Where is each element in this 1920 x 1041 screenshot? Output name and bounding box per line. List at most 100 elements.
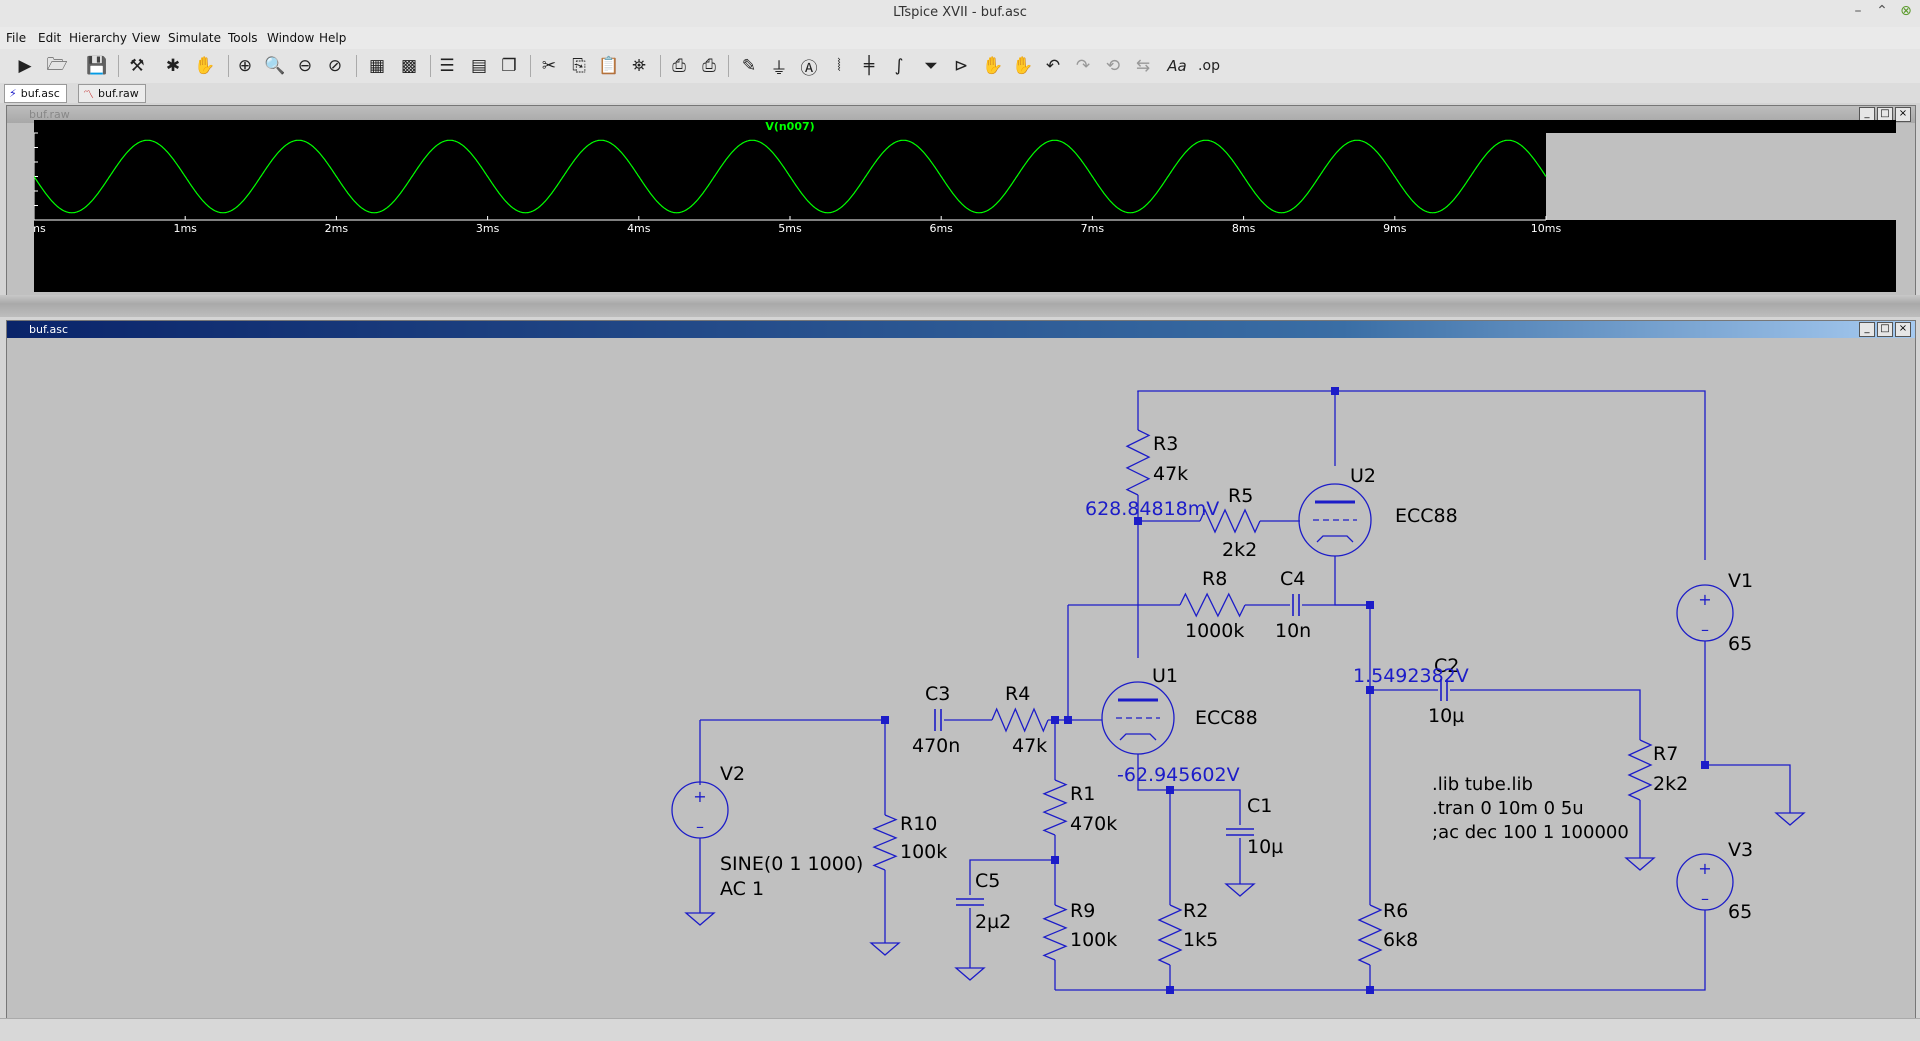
move-icon[interactable]: ✋ bbox=[982, 56, 1004, 76]
title-bar: LTspice XVII - buf.asc – ⌃ ⊗ bbox=[0, 0, 1920, 28]
value2-v2: AC 1 bbox=[720, 878, 764, 900]
minimize-icon[interactable]: – bbox=[1854, 3, 1862, 19]
plot-footer bbox=[34, 220, 1896, 292]
copy-icon[interactable]: ⎘ bbox=[572, 56, 586, 76]
v3-source-plus: + bbox=[1698, 859, 1711, 878]
resistor-icon[interactable]: ⦚ bbox=[837, 56, 841, 76]
label-c2: C2 bbox=[1434, 655, 1459, 677]
junction-dot bbox=[1331, 387, 1339, 395]
minimize-icon[interactable]: _ bbox=[1859, 322, 1875, 337]
junction-dot bbox=[1366, 986, 1374, 994]
pan-hand-icon[interactable]: ✋ bbox=[194, 56, 216, 76]
value-r10: 100k bbox=[900, 841, 947, 863]
zoom-fit-icon[interactable]: ⊘ bbox=[327, 56, 343, 76]
halt-icon[interactable]: ✱ bbox=[165, 56, 181, 76]
spice-directive: .tran 0 10m 0 5u bbox=[1432, 798, 1584, 819]
value-v2: SINE(0 1 1000) bbox=[720, 853, 863, 875]
cascade-icon[interactable]: ❐ bbox=[501, 56, 517, 76]
x-tick-label: 5ms bbox=[778, 222, 802, 235]
tab-buf-asc[interactable]: ⚡ buf.asc bbox=[4, 84, 67, 103]
value-r9: 100k bbox=[1070, 929, 1117, 951]
document-tabs: ⚡ buf.asc 〽 buf.raw bbox=[0, 83, 1920, 103]
menu-hierarchy[interactable]: Hierarchy bbox=[69, 31, 128, 45]
drag-icon[interactable]: ✋ bbox=[1012, 56, 1034, 76]
waveform-window-titlebar[interactable]: buf.raw _ □ × bbox=[7, 106, 1915, 123]
x-tick-label: 0ms bbox=[34, 222, 46, 235]
autorange-icon[interactable]: ▦ bbox=[368, 56, 386, 76]
label-icon[interactable]: Ⓐ bbox=[800, 58, 818, 79]
tile-horizontal-icon[interactable]: ☰ bbox=[439, 56, 455, 76]
diode-icon[interactable]: ⏷ bbox=[924, 56, 938, 76]
toolbar: ▶ 🗁 💾 ⚒ ✱ ✋ ⊕ 🔍 ⊖ ⊘ ▦ ▩ ☰ ▤ ❐ ✂ ⎘ 📋 ⛯ ⎙ … bbox=[0, 49, 1920, 84]
open-icon[interactable]: 🗁 bbox=[46, 54, 68, 75]
menu-simulate[interactable]: Simulate bbox=[168, 31, 222, 45]
paste-icon[interactable]: 📋 bbox=[598, 56, 620, 76]
rotate-icon[interactable]: ⟲ bbox=[1105, 56, 1121, 76]
node-voltage-3: -62.945602V bbox=[1117, 764, 1240, 786]
r8-resistor bbox=[1179, 592, 1246, 618]
menu-edit[interactable]: Edit bbox=[38, 31, 62, 45]
menu-window[interactable]: Window bbox=[267, 31, 315, 45]
menu-view[interactable]: View bbox=[132, 31, 161, 45]
r3-resistor bbox=[1125, 429, 1151, 496]
menu-help[interactable]: Help bbox=[319, 31, 347, 45]
run-icon[interactable]: ▶ bbox=[18, 56, 32, 76]
cut-icon[interactable]: ✂ bbox=[541, 56, 557, 76]
ground-icon[interactable]: ⏚ bbox=[770, 58, 788, 79]
mirror-icon[interactable]: ⇆ bbox=[1135, 56, 1151, 76]
print-preview-icon[interactable]: ⎙ bbox=[702, 56, 716, 76]
label-c3: C3 bbox=[925, 683, 950, 705]
ground-icon bbox=[1624, 850, 1656, 871]
tab-buf-raw[interactable]: 〽 buf.raw bbox=[78, 84, 146, 103]
value-r5: 2k2 bbox=[1222, 539, 1257, 561]
c2-to-r7 bbox=[1450, 689, 1641, 740]
r6-resistor bbox=[1357, 904, 1383, 966]
zoom-rect-icon[interactable]: 🔍 bbox=[264, 56, 286, 76]
label-r1: R1 bbox=[1070, 783, 1095, 805]
value-u2: ECC88 bbox=[1395, 505, 1458, 527]
waveform-plot[interactable]: V(n007)12V8V4V0V-4V-8V-12V0ms1ms2ms3ms4m… bbox=[34, 120, 1896, 292]
undo-icon[interactable]: ↶ bbox=[1045, 56, 1061, 76]
close-icon[interactable]: ⊗ bbox=[1900, 3, 1912, 19]
b-minus-rail bbox=[1055, 910, 1706, 991]
grid-icon[interactable]: ▩ bbox=[400, 56, 418, 76]
node-voltage-1: 628.84818mV bbox=[1085, 498, 1219, 520]
tab-label: buf.asc bbox=[20, 87, 60, 100]
window-title: LTspice XVII - buf.asc bbox=[893, 5, 1027, 20]
restore-icon[interactable]: ⌃ bbox=[1876, 3, 1888, 19]
spice-directive-icon[interactable]: .op bbox=[1198, 58, 1220, 74]
label-v3: V3 bbox=[1728, 839, 1753, 861]
close-icon[interactable]: × bbox=[1895, 107, 1911, 122]
junction-dot bbox=[1064, 716, 1072, 724]
redo-icon[interactable]: ↷ bbox=[1075, 56, 1091, 76]
text-icon[interactable]: Aa bbox=[1167, 57, 1187, 75]
print-icon[interactable]: ⎙ bbox=[672, 56, 686, 76]
v1-source-minus: – bbox=[1701, 620, 1709, 639]
x-tick-label: 6ms bbox=[929, 222, 953, 235]
inductor-icon[interactable]: ∫ bbox=[894, 56, 904, 76]
save-icon[interactable]: 💾 bbox=[86, 56, 108, 76]
value-c2: 10µ bbox=[1428, 705, 1464, 727]
tile-vertical-icon[interactable]: ▤ bbox=[470, 56, 488, 76]
schematic-canvas[interactable]: +–+–+–R347kR52k2U2ECC88R81000kC410nU1ECC… bbox=[10, 340, 1910, 1016]
zoom-out-icon[interactable]: ⊖ bbox=[297, 56, 313, 76]
value-v1: 65 bbox=[1728, 633, 1752, 655]
r4-resistor bbox=[991, 707, 1049, 733]
trace-label: V(n007) bbox=[765, 120, 814, 133]
u1-tube-cathode bbox=[1119, 733, 1157, 741]
x-tick-label: 3ms bbox=[476, 222, 500, 235]
spice-directive: ;ac dec 100 1 100000 bbox=[1432, 822, 1629, 843]
control-panel-icon[interactable]: ⚒ bbox=[129, 56, 145, 76]
v2-source-plus: + bbox=[693, 787, 706, 806]
waveform-window-title: buf.raw bbox=[29, 108, 70, 121]
maximize-icon[interactable]: □ bbox=[1877, 322, 1893, 337]
component-icon[interactable]: ⊳ bbox=[953, 56, 969, 76]
close-icon[interactable]: × bbox=[1895, 322, 1911, 337]
schematic-window-titlebar[interactable]: buf.asc _ □ × bbox=[7, 321, 1915, 338]
menu-tools[interactable]: Tools bbox=[228, 31, 258, 45]
wire-icon[interactable]: ✎ bbox=[741, 56, 757, 76]
capacitor-icon[interactable]: ╪ bbox=[863, 56, 875, 76]
find-icon[interactable]: ⛯ bbox=[632, 56, 646, 76]
zoom-in-icon[interactable]: ⊕ bbox=[237, 56, 253, 76]
menu-file[interactable]: File bbox=[6, 31, 27, 45]
